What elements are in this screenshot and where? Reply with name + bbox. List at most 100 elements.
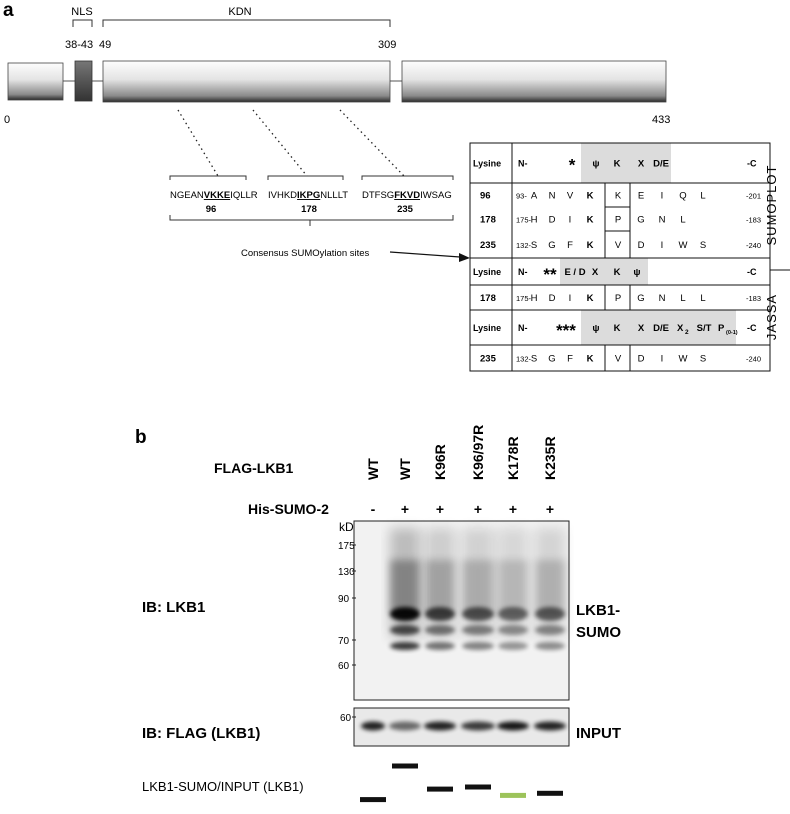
ratio-bar [465,784,491,790]
sequence-start: 175- [516,294,532,303]
lysine-header: Lysine [473,159,501,169]
kdn-label: KDN [228,6,251,18]
sequence-end: -201 [746,192,761,201]
residue: I [661,354,664,365]
mid-mw-smear [498,560,528,615]
blot-background [353,520,570,701]
panel-b-letter: b [135,427,147,448]
residue: G [637,215,644,226]
ratio-bar [360,797,386,803]
residue: D [549,215,556,226]
consensus-label: Consensus SUMOylation sites [241,248,370,259]
residue: I [569,293,572,304]
consensus-residue: K [614,323,621,334]
residue: H [531,293,538,304]
sumo-band [462,607,494,621]
sumo-band [425,607,455,621]
ratio-label: LKB1-SUMO/INPUT (LKB1) [142,779,304,794]
consensus-residue: X [677,323,684,334]
wildcard-star: * [569,156,576,175]
residue: K [587,240,594,251]
table-border [469,142,771,372]
pos-49-label: 49 [99,39,111,51]
lkb1-sumo-label-line2: SUMO [576,624,621,641]
sequence-end: -183 [746,216,761,225]
residue: G [637,293,644,304]
sumo-sign: + [436,501,444,517]
consensus-residue: D/E [653,323,669,334]
kdn-bracket [102,19,391,27]
motif-235: DTFSGFKVDIWSAG [362,190,452,201]
lysine-position: 235 [480,354,497,365]
residue: V [615,354,622,365]
mid-mw-smear [535,560,565,615]
wildcard-stars: ** [543,265,557,284]
residue: I [661,240,664,251]
sumo-band-lower [535,625,565,635]
residue: D [549,293,556,304]
ratio-bar [537,790,563,796]
sumo-sign: + [474,501,482,517]
residue: F [567,354,573,365]
residue: P [615,215,621,226]
nls-bracket [72,19,93,27]
residue: S [700,240,706,251]
consensus-residue: P [718,323,725,334]
consensus-residue: K [614,267,621,278]
residue: V [567,191,574,202]
svg-text:IVHKDIKPGNLLLT: IVHKDIKPGNLLLT [268,190,348,201]
lane-label: K178R [505,436,521,480]
residue: K [587,354,594,365]
sumo-band-lower [425,625,455,635]
lane-label: K96/97R [470,425,486,480]
lane-label: WT [365,458,381,480]
consensus-residue: ψ [592,159,599,170]
sumo-sign-row: -+++++ [371,501,554,517]
residue: S [531,354,537,365]
residue: W [679,354,688,365]
ratio-bar [392,763,418,769]
c-term-label: -C [747,323,757,333]
residue: N [549,191,556,202]
lysine-header: Lysine [473,323,501,333]
residue: F [567,240,573,251]
consensus-residue: S/T [697,323,712,334]
svg-text:NGEANVKKEIQLLR: NGEANVKKEIQLLR [170,190,258,201]
residue: L [680,215,685,226]
sequence-start: 132- [516,241,532,250]
consensus-shade [560,258,648,285]
sumo-band [535,607,565,621]
input-mw-marker: 60 [340,713,352,724]
residue: H [531,215,538,226]
nls-segment [74,60,93,102]
consensus-residue: X [592,267,599,278]
site-connector-lines [177,109,405,177]
residue: D [638,240,645,251]
sumo-band-lower [462,625,494,635]
residue: K [587,215,594,226]
sumo-band [498,607,528,621]
c-terminal-segment [401,60,667,103]
pos-0-label: 0 [4,114,10,126]
input-band [534,721,566,731]
c-term-label: -C [747,159,757,169]
residue: L [700,293,705,304]
sequence-start: 175- [516,216,532,225]
pos-433-label: 433 [652,114,670,126]
svg-text:DTFSGFKVDIWSAG: DTFSGFKVDIWSAG [362,190,452,201]
mid-mw-smear [462,560,494,615]
sequence-start: 132- [516,355,532,364]
consensus-shade [581,310,736,345]
input-label: INPUT [576,725,621,742]
input-blot [353,707,570,747]
consensus-arrow [389,251,470,262]
mw-marker: 175 [338,541,355,552]
sumo-band [390,607,420,621]
mw-marker: 60 [338,661,350,672]
sumo-sign: - [371,501,376,517]
lane-label: K235R [542,436,558,480]
lkb1-band [462,642,494,650]
residue: V [615,240,622,251]
